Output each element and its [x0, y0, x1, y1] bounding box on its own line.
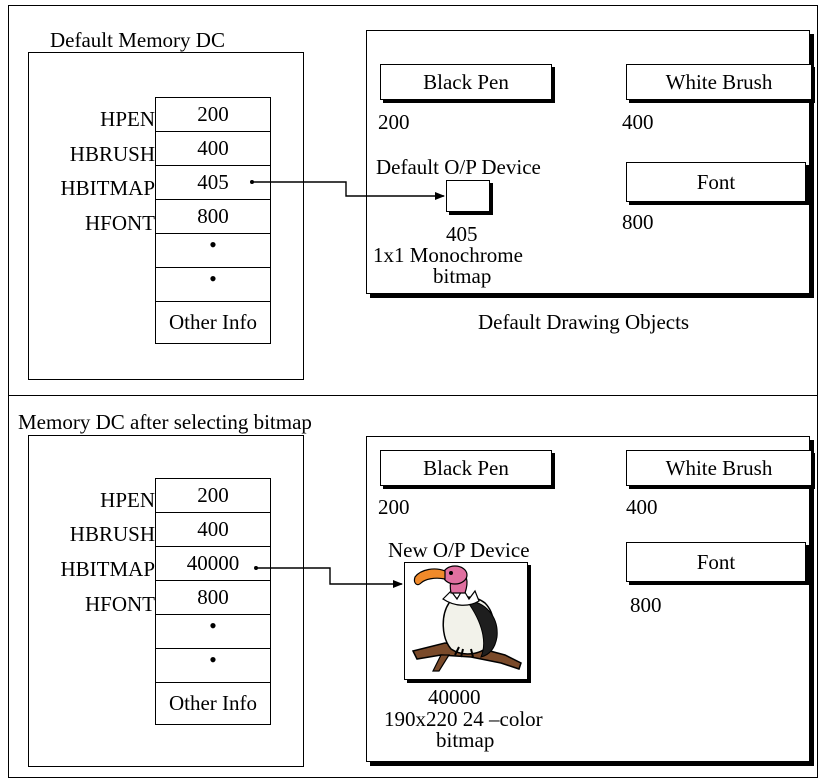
bottom-cell-ellipsis-1: • [156, 615, 270, 649]
bottom-font-value: 800 [630, 593, 662, 617]
bottom-handle-table: 200 400 40000 800 • • Other Info [155, 478, 271, 725]
bottom-black-pen-value: 200 [378, 495, 410, 519]
bottom-label-hbitmap: HBITMAP [60, 557, 155, 581]
bottom-bitmap-value: 40000 [428, 685, 481, 709]
bottom-bitmap-desc-1: 190x220 24 –color [384, 707, 543, 731]
top-cell-ellipsis-2: • [156, 268, 270, 302]
bottom-dc-title: Memory DC after selecting bitmap [18, 410, 312, 434]
top-font-box: Font [626, 162, 806, 202]
top-bitmap-desc-2: bitmap [433, 264, 492, 288]
top-cell-other-info: Other Info [156, 302, 270, 344]
top-cell-hbrush: 400 [156, 132, 270, 166]
top-label-hpen: HPEN [100, 107, 155, 131]
top-cell-hpen: 200 [156, 98, 270, 132]
top-device-title: Default O/P Device [376, 155, 541, 179]
top-font-value: 800 [622, 210, 654, 234]
top-handle-table: 200 400 405 800 • • Other Info [155, 97, 271, 344]
top-white-brush-value: 400 [622, 110, 654, 134]
bottom-cell-ellipsis-2: • [156, 649, 270, 683]
top-bitmap-box [446, 180, 490, 212]
top-black-pen-box: Black Pen [380, 64, 552, 100]
top-caption: Default Drawing Objects [478, 310, 690, 334]
bottom-cell-hbitmap: 40000 [156, 547, 270, 581]
top-black-pen-value: 200 [378, 110, 410, 134]
top-bitmap-desc-1: 1x1 Monochrome [373, 243, 523, 267]
top-cell-hbitmap: 405 [156, 166, 270, 200]
bottom-font-box: Font [626, 542, 806, 582]
bottom-device-title: New O/P Device [388, 538, 530, 562]
vulture-bitmap-image [404, 562, 528, 680]
bottom-cell-hpen: 200 [156, 479, 270, 513]
bottom-cell-other-info: Other Info [156, 683, 270, 725]
bottom-label-hbrush: HBRUSH [69, 522, 155, 546]
bottom-cell-hbrush: 400 [156, 513, 270, 547]
bottom-black-pen-box: Black Pen [380, 450, 552, 486]
vulture-icon [411, 565, 522, 672]
top-bitmap-value: 405 [446, 222, 478, 246]
bottom-white-brush-box: White Brush [626, 450, 812, 486]
bottom-white-brush-value: 400 [626, 495, 658, 519]
bottom-label-hfont: HFONT [84, 592, 155, 616]
top-label-hbitmap: HBITMAP [60, 176, 155, 200]
top-label-hfont: HFONT [84, 211, 155, 235]
bottom-bitmap-desc-2: bitmap [436, 728, 495, 752]
top-dc-title: Default Memory DC [50, 28, 225, 52]
top-cell-ellipsis-1: • [156, 234, 270, 268]
top-cell-hfont: 800 [156, 200, 270, 234]
bottom-label-hpen: HPEN [100, 488, 155, 512]
top-white-brush-box: White Brush [626, 64, 812, 100]
section-divider [8, 395, 818, 396]
top-label-hbrush: HBRUSH [69, 142, 155, 166]
bottom-cell-hfont: 800 [156, 581, 270, 615]
